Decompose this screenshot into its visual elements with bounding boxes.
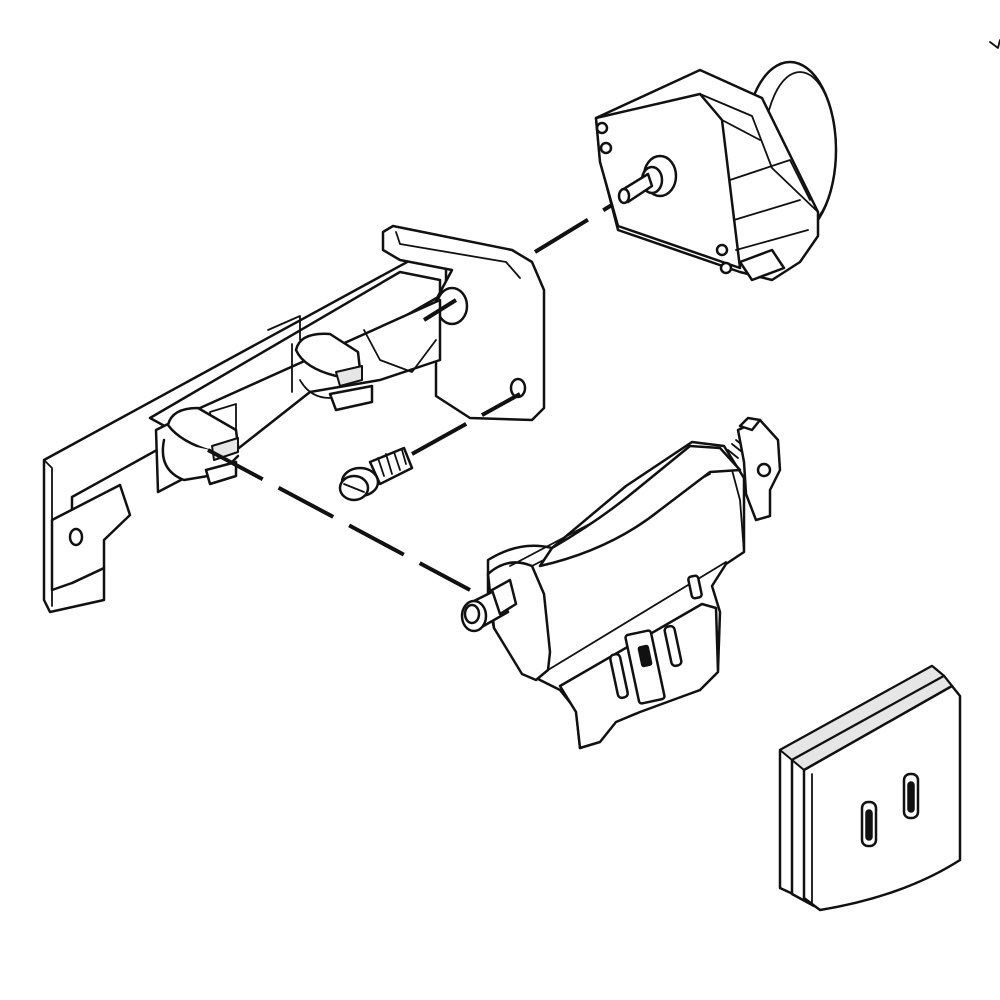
timer-motor (594, 60, 838, 282)
assembly-line-switch (207, 448, 471, 592)
assembly-line-motor-inner (422, 298, 458, 322)
switch-cover-cap (778, 664, 962, 912)
mounting-bracket (42, 224, 546, 614)
mounting-screw (338, 446, 414, 502)
assembly-line-motor (533, 198, 622, 254)
corner-mark (989, 39, 1000, 49)
switch-assembly (460, 416, 782, 750)
assembly-line-screw (411, 392, 521, 456)
